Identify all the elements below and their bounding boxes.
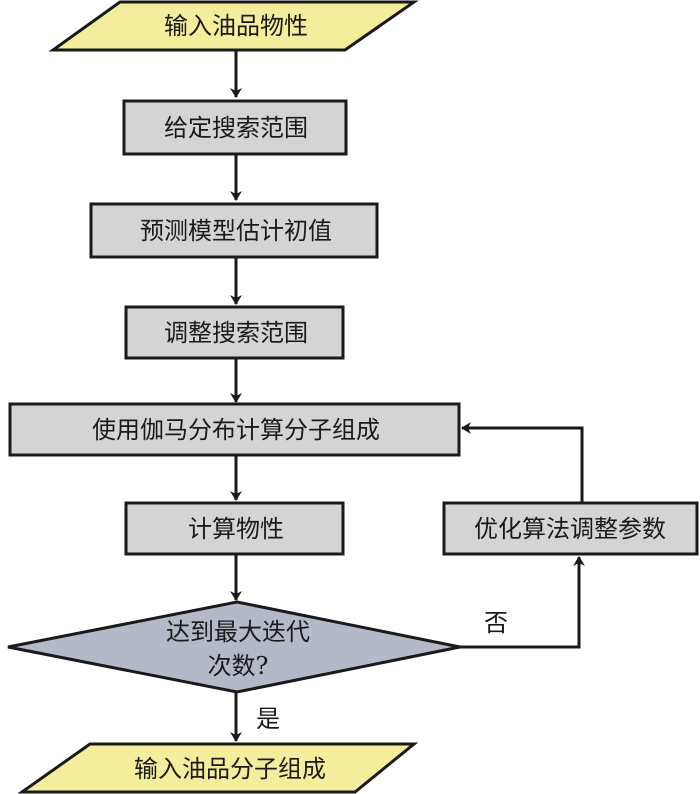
- edge-decision-to-optimize: [460, 556, 585, 649]
- node-input-properties: 输入油品物性: [48, 0, 419, 52]
- node-adjust-search-range-label: 调整搜索范围: [164, 319, 308, 347]
- decision-label-line2: 次数?: [208, 652, 269, 680]
- node-optimize-parameters-label: 优化算法调整参数: [474, 515, 666, 543]
- edge-optimize-to-gamma: [461, 422, 584, 502]
- decision-label-line1: 达到最大迭代: [166, 618, 310, 646]
- node-output-composition: 输入油品分子组成: [17, 742, 419, 794]
- node-calculate-properties-label: 计算物性: [188, 515, 284, 543]
- node-calculate-properties: 计算物性: [124, 501, 345, 556]
- node-predict-initial-value: 预测模型估计初值: [89, 202, 379, 259]
- node-input-properties-label: 输入油品物性: [164, 12, 308, 40]
- node-optimize-parameters: 优化算法调整参数: [442, 501, 699, 556]
- node-gamma-calculation-label: 使用伽马分布计算分子组成: [92, 416, 380, 444]
- node-gamma-calculation: 使用伽马分布计算分子组成: [8, 402, 461, 457]
- node-max-iterations-decision: 达到最大迭代 次数?: [7, 600, 461, 694]
- node-output-composition-label: 输入油品分子组成: [134, 755, 326, 783]
- node-set-search-range: 给定搜索范围: [122, 99, 348, 156]
- edge-label-yes: 是: [256, 705, 280, 733]
- node-predict-initial-value-label: 预测模型估计初值: [140, 217, 332, 245]
- edge-label-no: 否: [484, 609, 508, 637]
- node-adjust-search-range: 调整搜索范围: [124, 305, 345, 360]
- node-set-search-range-label: 给定搜索范围: [164, 114, 308, 142]
